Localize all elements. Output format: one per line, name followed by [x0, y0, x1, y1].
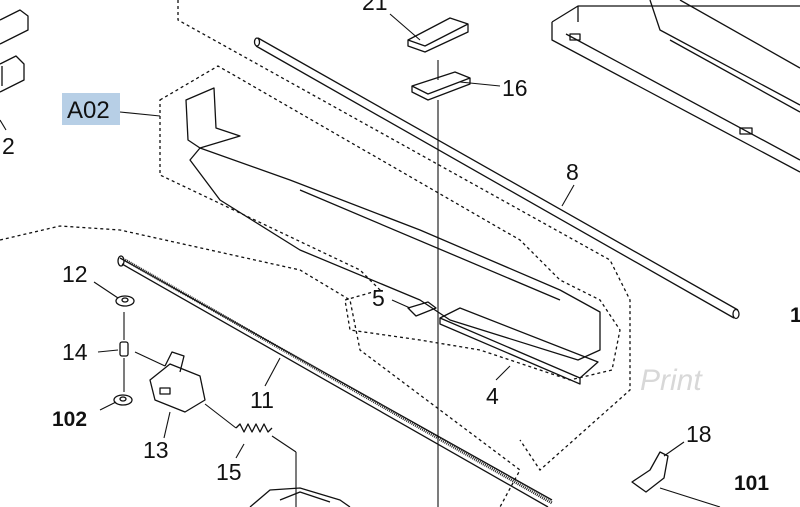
- callout-5: 5: [372, 285, 385, 311]
- callout-16: 16: [502, 75, 528, 101]
- upper-dashed-outline: [177, 0, 631, 471]
- left-edge-fragments: [0, 9, 29, 93]
- leader-16: [459, 81, 501, 87]
- part-5-pad: [407, 301, 437, 317]
- part-12-washer: [115, 295, 135, 307]
- part-16-clip: [411, 71, 471, 101]
- callout-14: 14: [62, 339, 88, 365]
- part-a02-flat-cable: [185, 87, 601, 361]
- part-14-pin: [119, 312, 129, 392]
- leader-14: [97, 349, 119, 353]
- leader-4: [495, 365, 511, 381]
- callout-1: 1: [790, 304, 800, 327]
- leader-12: [93, 281, 119, 299]
- callout-102: 102: [52, 408, 87, 431]
- part-21-connector: [407, 17, 469, 53]
- leader-13: [163, 411, 171, 439]
- callout-8: 8: [566, 159, 579, 185]
- leader-15: [235, 443, 245, 459]
- lower-dashed-outline: [0, 225, 521, 507]
- leader-18: [663, 441, 685, 457]
- callout-15: 15: [216, 459, 242, 485]
- watermark-text: Print: [640, 364, 703, 397]
- leader-a02: [119, 111, 161, 117]
- part-13-carriage: [134, 351, 206, 413]
- part-15-spring: [204, 403, 297, 507]
- scanner-frame: [551, 0, 800, 173]
- leader-5: [391, 299, 411, 309]
- callout-2: 2: [2, 133, 15, 159]
- part-102-washer: [113, 394, 133, 406]
- callout-18: 18: [686, 421, 712, 447]
- leader-11: [264, 357, 281, 387]
- leader-8: [561, 184, 575, 207]
- part-4-tape: [439, 307, 599, 385]
- leader-21: [389, 13, 421, 41]
- callout-a02: A02: [67, 97, 110, 124]
- callout-13: 13: [143, 437, 169, 463]
- callout-21: 21: [362, 0, 388, 15]
- part-18-bracket: [631, 451, 721, 507]
- callout-101: 101: [734, 472, 769, 495]
- a02-highlight-box: [62, 93, 120, 125]
- callout-4: 4: [486, 383, 499, 409]
- callout-11: 11: [250, 387, 274, 413]
- part-11-belt: [117, 255, 553, 507]
- leader-2: [0, 119, 7, 131]
- part-8-shaft-rod: [253, 37, 740, 320]
- a02-dashed-outline: [159, 65, 621, 381]
- leader-102: [99, 401, 117, 411]
- callout-12: 12: [62, 261, 88, 287]
- lower-housing-fragment: [249, 487, 351, 507]
